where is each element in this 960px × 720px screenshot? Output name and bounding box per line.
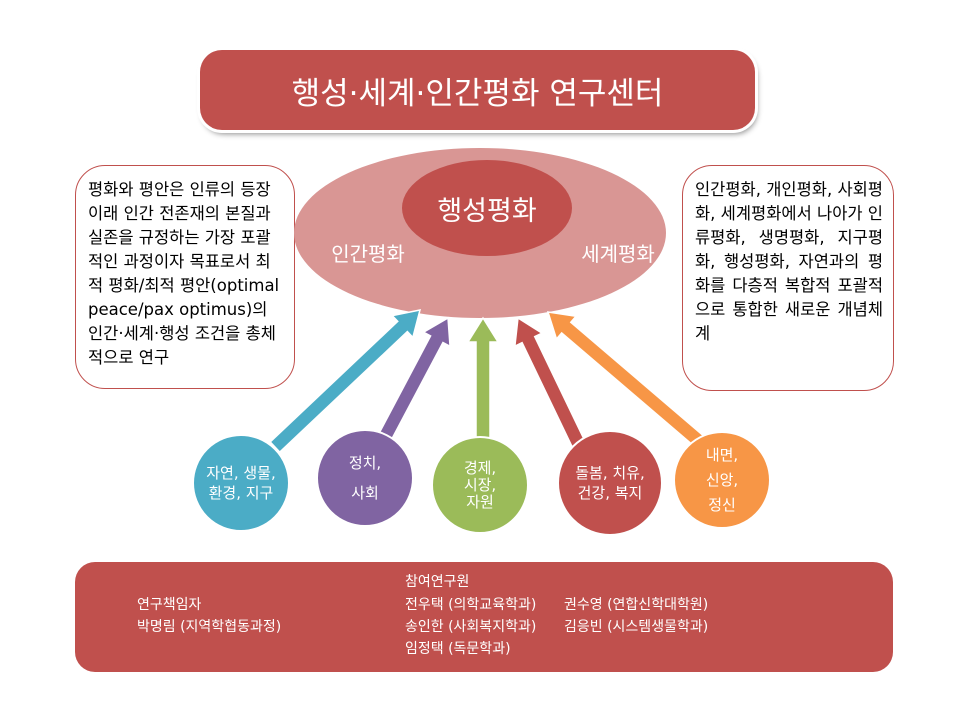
member: 전우택 (의학교육학과) — [405, 597, 537, 613]
left-description-box: 평화와 평안은 인류의 등장 이래 인간 전존재의 본질과 실존을 규정하는 가… — [75, 165, 295, 389]
member: 권수영 (연합신학대학원) — [564, 597, 709, 613]
right-description: 인간평화, 개인평화, 사회평화, 세계평화에서 나아가 인류평화, 생명평화,… — [695, 180, 883, 343]
left-description: 평화와 평안은 인류의 등장 이래 인간 전존재의 본질과 실존을 규정하는 가… — [88, 180, 280, 367]
human-peace-label: 인간평화 — [331, 241, 405, 266]
members-title: 참여연구원 — [405, 574, 470, 590]
circle-label-nature: 자연, 생물, 환경, 지구 — [206, 464, 276, 502]
circle-label-economy: 경제, 시장, 자원 — [463, 458, 497, 511]
circle-label-inner: 내면, 신앙, 정신 — [705, 445, 739, 514]
researchers-box: 연구책임자 박명림 (지역학협동과정) 참여연구원 전우택 (의학교육학과) 권… — [75, 562, 893, 672]
arrow-3 — [513, 316, 588, 452]
planet-peace-label: 행성평화 — [437, 195, 537, 227]
member: 송인한 (사회복지학과) — [405, 619, 537, 635]
lead-name: 박명림 (지역학협동과정) — [137, 619, 282, 635]
arrow-4 — [546, 311, 706, 449]
category-circle-3 — [557, 430, 663, 536]
category-circle-2 — [431, 436, 529, 534]
category-circle-4 — [673, 431, 771, 529]
world-peace-label: 세계평화 — [581, 241, 655, 266]
lead-title: 연구책임자 — [137, 597, 202, 613]
right-description-box: 인간평화, 개인평화, 사회평화, 세계평화에서 나아가 인류평화, 생명평화,… — [682, 165, 894, 391]
circle-label-care: 돌봄, 치유, 건강, 복지 — [575, 464, 645, 502]
category-circle-1 — [316, 429, 414, 527]
center-title: 행성·세계·인간평화 연구센터 — [291, 75, 664, 112]
center-title-banner: 행성·세계·인간평화 연구센터 — [200, 50, 755, 130]
circle-label-politics: 정치, 사회 — [348, 453, 382, 502]
member: 김응빈 (시스템생물학과) — [564, 619, 709, 635]
member: 임정택 (독문학과) — [405, 641, 511, 657]
arrow-2 — [466, 316, 500, 443]
planet-peace-circle — [402, 160, 572, 256]
arrow-1 — [377, 316, 451, 442]
category-circle-0 — [192, 434, 290, 532]
arrow-0 — [269, 309, 422, 454]
